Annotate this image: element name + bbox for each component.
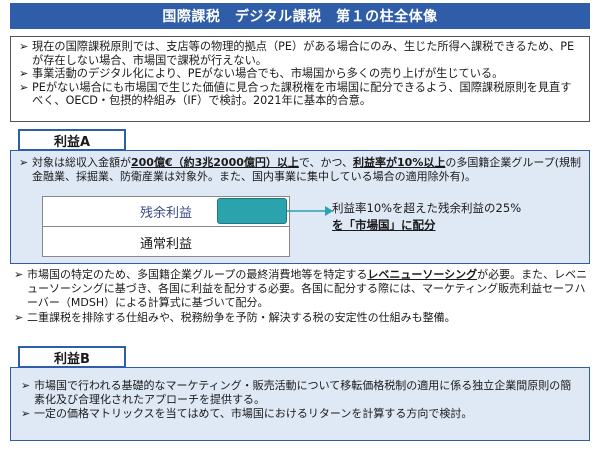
bullet-arrow-icon: ➢ [19, 80, 29, 94]
intro-box: ➢ 現在の国際課税原則では、支店等の物理的拠点（PE）がある場合にのみ、生じた所… [10, 36, 590, 122]
intro-item-text: PEがない場合にも市場国で生じた価値に見合った課税権を市場国に配分できるよう、国… [32, 80, 572, 108]
middle-item-text: 市場国の特定のため、多国籍企業グループの最終消費地等を特定するレベニューソーシン… [27, 268, 592, 311]
section-label-profit-a: 利益A [18, 129, 126, 151]
allocation-line-1: 利益率10%を超えた残余利益の25% [332, 201, 522, 215]
revenue-sourcing-term: レベニューソーシング [367, 268, 478, 281]
intro-item-text: 現在の国際課税原則では、支店等の物理的拠点（PE）がある場合にのみ、生じた所得へ… [32, 40, 575, 67]
bullet-arrow-icon: ➢ [21, 407, 31, 421]
revenue-threshold: 200億€（約3兆2000億円）以上 [131, 156, 299, 169]
profit-b-item-text: 一定の価格マトリックスを当てはめて、市場国におけるリターンを計算する方向で検討。 [34, 407, 473, 421]
bullet-arrow-icon: ➢ [19, 67, 29, 81]
profit-a-scope-text: 対象は総収入金額が200億€（約3兆2000億円）以上で、かつ、利益率が10%以… [32, 156, 581, 184]
routine-profit-cell: 通常利益 [139, 236, 192, 252]
arrow-right-icon [287, 206, 333, 216]
bullet-arrow-icon: ➢ [19, 40, 29, 53]
text-fragment: の多国籍企業グループ(規制金融業、採掘業、防衛産業は対象外。また、国内事業に集中… [32, 156, 581, 183]
allocated-portion-box [217, 198, 287, 224]
text-fragment: 市場国の特定のため、多国籍企業グループの最終消費地等を特定する [27, 268, 368, 281]
bullet-arrow-icon: ➢ [14, 310, 24, 324]
profit-b-item: ➢ 市場国で行われる基礎的なマーケティング・販売活動について移転価格税制の適用に… [21, 379, 579, 407]
middle-item-text: 二重課税を排除する仕組みや、税務紛争を予防・解決する税の安定性の仕組みも整備。 [27, 310, 456, 324]
bullet-arrow-icon: ➢ [14, 268, 24, 281]
bullet-arrow-icon: ➢ [21, 379, 31, 392]
text-fragment: 対象は総収入金額が [32, 156, 131, 169]
page-title: 国際課税 デジタル課税 第１の柱全体像 [10, 3, 590, 29]
residual-profit-cell: 残余利益 [43, 197, 289, 227]
middle-notes: ➢ 市場国の特定のため、多国籍企業グループの最終消費地等を特定するレベニューソー… [14, 268, 592, 325]
profit-b-box: ➢ 市場国で行われる基礎的なマーケティング・販売活動について移転価格税制の適用に… [10, 367, 590, 441]
section-label-profit-b: 利益B [18, 346, 126, 368]
profit-b-item: ➢ 一定の価格マトリックスを当てはめて、市場国におけるリターンを計算する方向で検… [21, 407, 579, 421]
middle-item: ➢ 市場国の特定のため、多国籍企業グループの最終消費地等を特定するレベニューソー… [14, 268, 592, 311]
bullet-arrow-icon: ➢ [19, 156, 29, 169]
profit-b-item-text: 市場国で行われる基礎的なマーケティング・販売活動について移転価格税制の適用に係る… [34, 379, 572, 407]
intro-item: ➢ PEがない場合にも市場国で生じた価値に見合った課税権を市場国に配分できるよう… [19, 81, 581, 108]
text-fragment: が必要。また、レベニューソーシングに基づき、各国に利益を配分する必要。各国に配分… [27, 268, 588, 310]
profit-a-scope: ➢ 対象は総収入金額が200億€（約3兆2000億円）以上で、かつ、利益率が10… [19, 156, 581, 184]
intro-item: ➢ 事業活動のデジタル化により、PEがない場合でも、市場国から多くの売り上げが生… [19, 67, 581, 81]
allocation-line-2: を「市場国」に配分 [332, 218, 436, 232]
allocation-note: 利益率10%を超えた残余利益の25% を「市場国」に配分 [332, 200, 582, 234]
intro-item-text: 事業活動のデジタル化により、PEがない場合でも、市場国から多くの売り上げが生じて… [32, 67, 504, 81]
intro-item: ➢ 現在の国際課税原則では、支店等の物理的拠点（PE）がある場合にのみ、生じた所… [19, 40, 581, 67]
middle-item: ➢ 二重課税を排除する仕組みや、税務紛争を予防・解決する税の安定性の仕組みも整備… [14, 311, 592, 325]
profit-margin-threshold: 利益率が10%以上 [353, 156, 446, 169]
text-fragment: で、かつ、 [298, 156, 354, 169]
